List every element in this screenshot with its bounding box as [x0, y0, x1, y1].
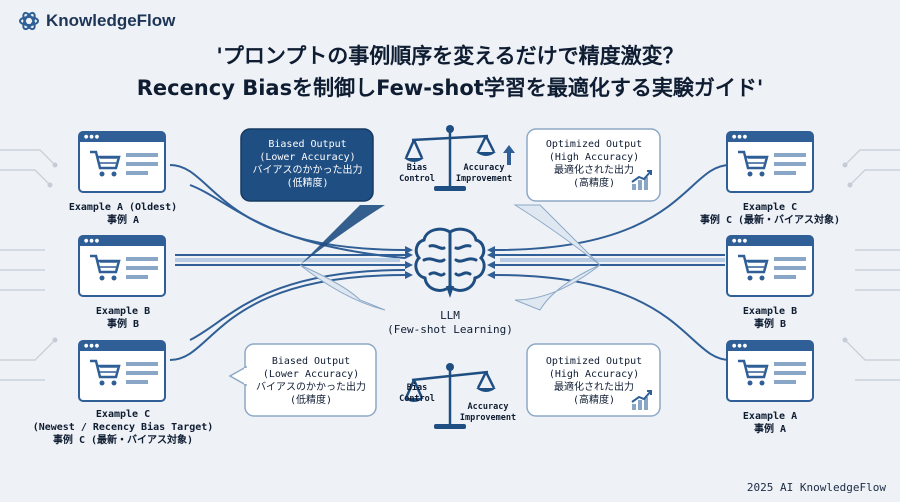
shopping-cart-icon [738, 150, 769, 177]
llm-label: LLM(Few-shot Learning) [387, 309, 513, 336]
text-lines-icon [774, 153, 806, 175]
growth-chart-icon [631, 170, 652, 190]
left-example-card-b: ●●● [78, 235, 166, 297]
text-lines-icon [126, 257, 158, 279]
shopping-cart-icon [738, 254, 769, 281]
text-lines-icon [774, 362, 806, 384]
right-example-card-c: ●●● [726, 131, 814, 193]
left-arrows [169, 164, 406, 361]
optimized-output-bottom-text: Optimized Output(High Accuracy)最適化された出力(… [545, 356, 643, 406]
balance-scale-icon [404, 125, 496, 191]
biased-output-top-text: Biased Output(Lower Accuracy)バイアスのかかった出力… [252, 139, 363, 189]
right-arrows [494, 164, 731, 361]
growth-chart-icon [631, 390, 652, 410]
shopping-cart-icon [738, 359, 769, 386]
left-example-a-label: Example A (Oldest)事例 A [68, 202, 178, 226]
optimized-output-bottom-bubble [526, 343, 661, 417]
optimized-output-top-text: Optimized Output(High Accuracy)最適化された出力(… [545, 139, 643, 189]
brand: KnowledgeFlow [18, 10, 175, 32]
left-example-c-label: Example C(Newest / Recency Bias Target)事… [32, 409, 214, 446]
shopping-cart-icon [90, 359, 121, 386]
balance-scale-icon [404, 363, 496, 429]
text-lines-icon [774, 257, 806, 279]
bubble-tail [228, 365, 248, 387]
brain-icon [414, 227, 486, 298]
left-example-card-a: ●●● [78, 131, 166, 193]
text-lines-icon [126, 362, 158, 384]
shopping-cart-icon [90, 254, 121, 281]
title-line-2: Recency Biasを制御しFew-shot学習を最適化する実験ガイド' [136, 76, 764, 100]
brand-logo-icon [19, 11, 39, 31]
footer-copyright: 2025 AI KnowledgeFlow [746, 481, 886, 494]
biased-output-top-bubble [240, 128, 374, 202]
brand-name: KnowledgeFlow [46, 11, 176, 30]
left-example-card-c: ●●● [78, 340, 166, 402]
optimized-output-top-bubble [526, 128, 661, 202]
page-title: 'プロンプトの事例順序を変えるだけで精度激変？ Recency Biasを制御し… [0, 40, 900, 104]
shopping-cart-icon [90, 150, 121, 177]
arrow-up-icon [503, 145, 515, 165]
title-line-1: 'プロンプトの事例順序を変えるだけで精度激変？ [216, 44, 684, 68]
biased-output-bottom-text: Biased Output(Lower Accuracy)バイアスのかかった出力… [256, 356, 366, 406]
right-example-card-b: ●●● [726, 235, 814, 297]
text-lines-icon [126, 153, 158, 175]
right-example-card-a: ●●● [726, 340, 814, 402]
